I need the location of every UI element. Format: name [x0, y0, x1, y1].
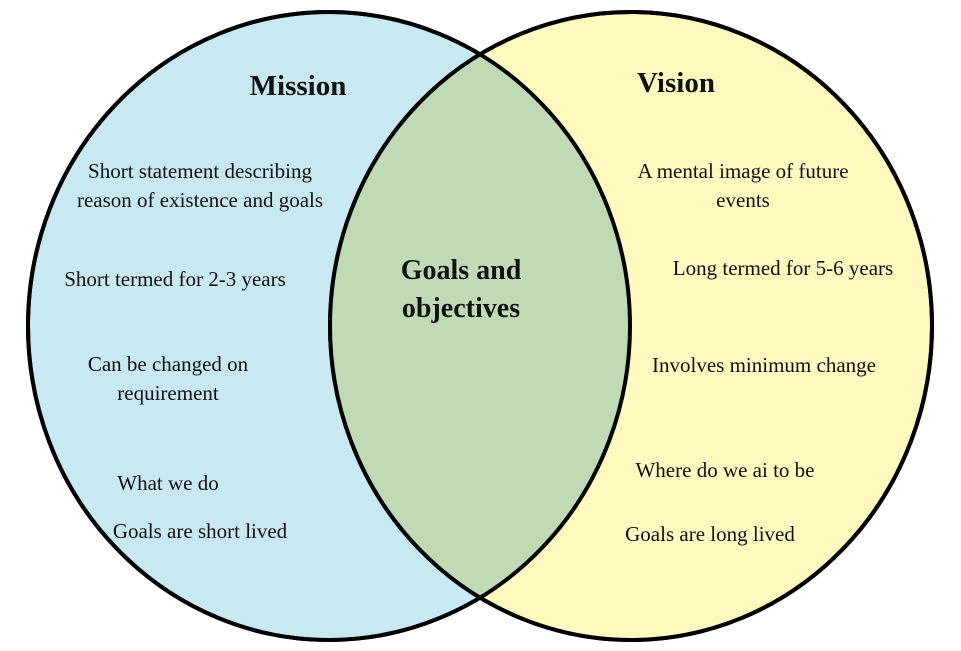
mission-item-line: Short termed for 2-3 years: [64, 267, 286, 291]
mission-item: Can be changed on requirement: [48, 350, 288, 408]
overlap-region: [330, 12, 630, 640]
vision-item-line: events: [716, 188, 770, 212]
vision-item: Long termed for 5-6 years: [643, 254, 923, 283]
vision-title: Vision: [637, 67, 715, 99]
mission-item-line: requirement: [117, 381, 219, 405]
vision-item: Involves minimum change: [624, 351, 904, 380]
vision-outline: [328, 10, 934, 642]
mission-item: Short statement describing reason of exi…: [40, 157, 360, 215]
mission-outline: [26, 10, 632, 642]
mission-item: Goals are short lived: [80, 517, 320, 546]
mission-item-line: What we do: [117, 471, 219, 495]
mission-item: Short termed for 2-3 years: [25, 265, 325, 294]
vision-item-line: A mental image of future: [637, 159, 849, 183]
vision-item: Goals are long lived: [600, 520, 820, 549]
vision-item-line: Long termed for 5-6 years: [672, 256, 894, 280]
mission-item: What we do: [88, 469, 248, 498]
overlap-label-line: Goals and: [400, 255, 522, 286]
mission-item-line: Short statement describing: [88, 159, 312, 183]
overlap-label: Goals and objectives: [371, 252, 551, 328]
vision-item: Where do we ai to be: [610, 456, 840, 485]
mission-item-line: Can be changed on: [87, 352, 249, 376]
vision-item-line: Involves minimum change: [652, 353, 876, 377]
vision-item: A mental image of future events: [608, 157, 878, 215]
mission-item-line: Goals are short lived: [112, 519, 288, 543]
mission-title: Mission: [249, 70, 347, 102]
vision-item-line: Where do we ai to be: [635, 458, 815, 482]
vision-item-line: Goals are long lived: [625, 522, 795, 546]
overlap-label-line: objectives: [401, 293, 521, 324]
mission-item-line: reason of existence and goals: [76, 188, 324, 212]
